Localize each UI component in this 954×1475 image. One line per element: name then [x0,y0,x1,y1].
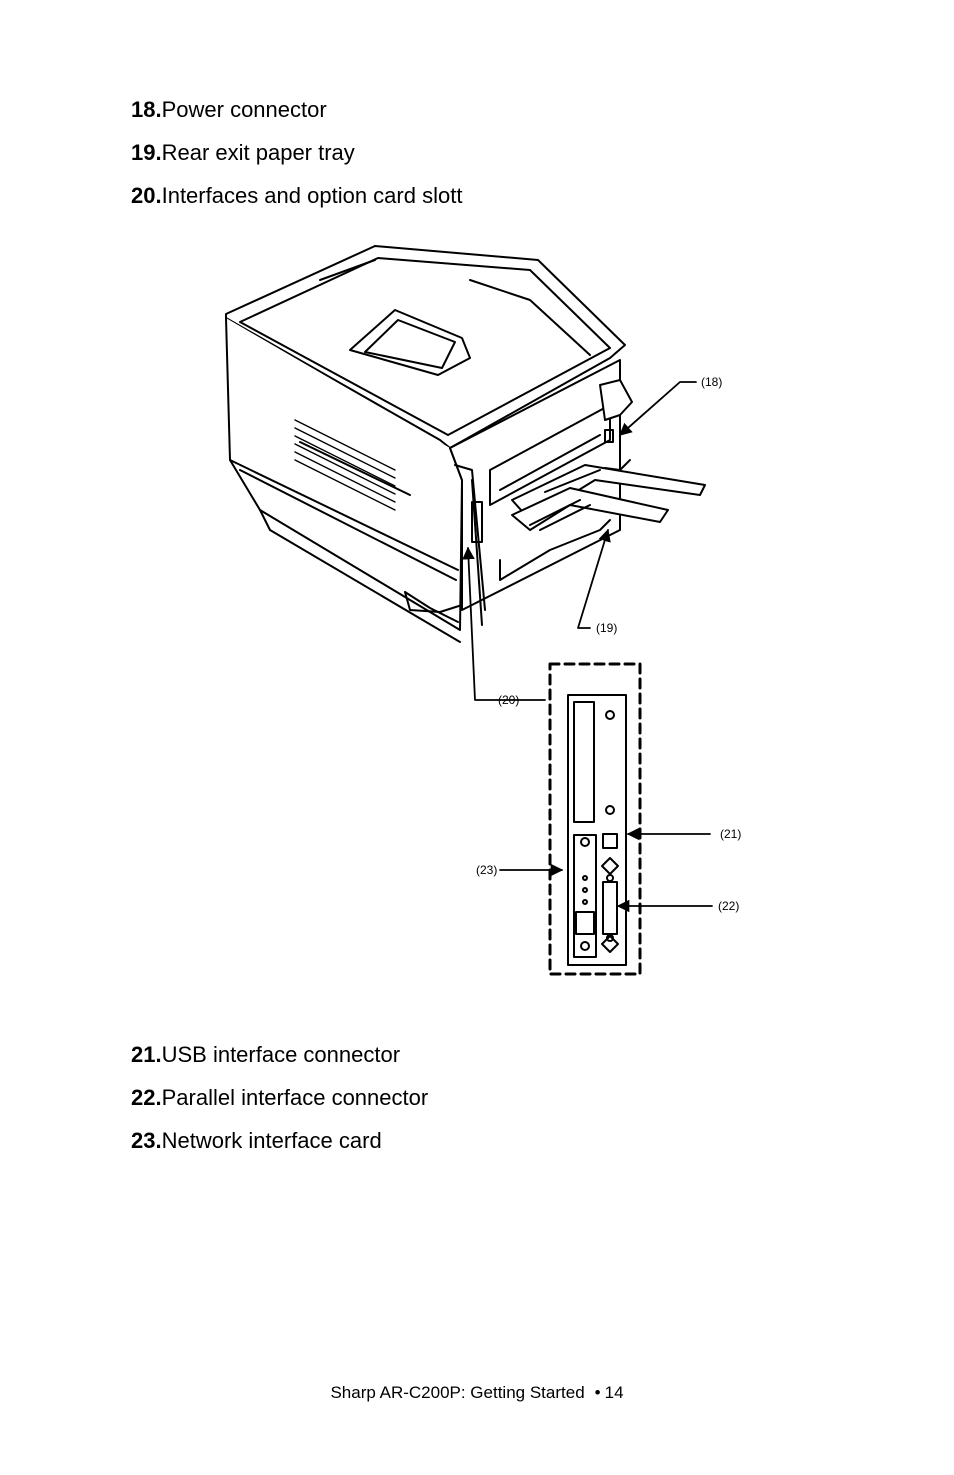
list-item: 22.Parallel interface connector [131,1083,428,1112]
printer-base [404,519,611,613]
exit-tray-shape [511,459,706,531]
callout-22: (22) [718,899,739,913]
item-text: Parallel interface connector [161,1085,429,1110]
item-text: Interfaces and option card slott [161,183,463,208]
callout-20: (20) [498,693,519,707]
callout-21: (21) [720,827,741,841]
page-number: 14 [604,1383,624,1402]
footer-title: Sharp AR-C200P: Getting Started [330,1383,585,1402]
power-connector-shape [599,379,633,443]
item-text: Rear exit paper tray [161,140,355,165]
item-number: 21. [131,1042,162,1067]
list-item: 18.Power connector [131,95,462,124]
list-item: 19.Rear exit paper tray [131,138,462,167]
callout-23: (23) [476,863,497,877]
list-item: 23.Network interface card [131,1126,428,1155]
printer-rear-illustration: (18) (19) (20) (21) (22) (23) [200,230,760,980]
footer-bullet: • [594,1383,601,1402]
item-text: USB interface connector [161,1042,401,1067]
callout-19: (19) [596,621,617,635]
interface-panel-detail [548,662,642,976]
item-text: Network interface card [161,1128,382,1153]
page-footer: Sharp AR-C200P: Getting Started •14 [0,1382,954,1404]
item-text: Power connector [161,97,327,122]
printer-top-cover [225,245,626,449]
item-number: 20. [131,183,162,208]
item-number: 18. [131,97,162,122]
printer-side-panel [225,317,463,643]
list-item: 21.USB interface connector [131,1040,428,1069]
printer-rear-panel [449,359,621,626]
item-number: 19. [131,140,162,165]
item-number: 23. [131,1128,162,1153]
item-number: 22. [131,1085,162,1110]
list-item: 20.Interfaces and option card slott [131,181,462,210]
component-list-top: 18.Power connector 19.Rear exit paper tr… [131,95,462,224]
callout-leaders [462,381,713,913]
component-list-bottom: 21.USB interface connector 22.Parallel i… [131,1040,428,1169]
callout-18: (18) [701,375,722,389]
vent-grille [294,419,396,511]
printer-diagram: (18) (19) (20) (21) (22) (23) [225,245,741,976]
